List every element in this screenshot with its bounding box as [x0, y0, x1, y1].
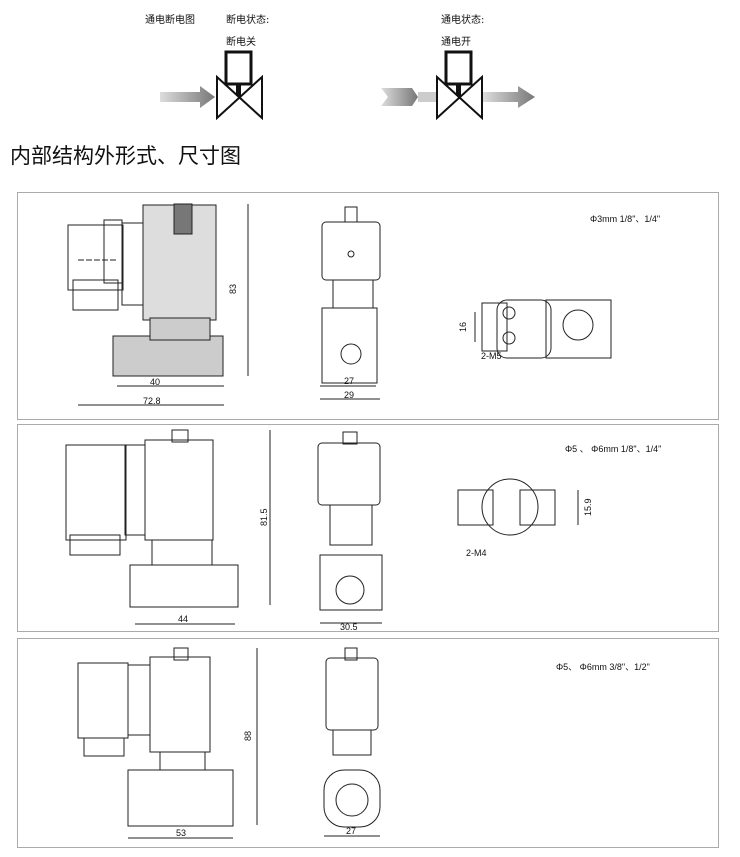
dim-body-3: 53: [176, 828, 186, 838]
dim-side-2: 30.5: [340, 622, 358, 632]
dim-port: 16: [458, 322, 468, 332]
panel-2-top-view: [457, 478, 579, 536]
panel-1-front-view: [67, 203, 249, 406]
panel-1: [17, 192, 719, 420]
closed-valve-symbol: [160, 50, 263, 121]
panel-3-spec: Φ5、 Φ6mm 3/8"、1/2": [556, 662, 650, 672]
diagram-label: 通电断电图: [145, 15, 195, 26]
dim-height: 83: [228, 284, 238, 294]
dim-thread: 2-M5: [481, 351, 502, 361]
dim-port-2: 15.9: [583, 498, 593, 516]
dim-body-2: 44: [178, 614, 188, 624]
dim-side-inner: 27: [344, 376, 354, 386]
dim-side-outer: 29: [344, 390, 354, 400]
dim-thread-2: 2-M4: [466, 548, 487, 558]
panel-2-front-view: [65, 429, 271, 625]
dim-overall: 72.8: [143, 396, 161, 406]
panel-1-spec: Φ3mm 1/8"、1/4": [590, 214, 661, 224]
panel-1-top-view: [474, 299, 612, 359]
panel-3-side-view: [323, 647, 381, 837]
panel-1-side-view: [320, 206, 381, 400]
on-state-label: 通电状态:: [441, 15, 485, 26]
dim-height-2: 81.5: [259, 508, 269, 526]
valve-symbols: [160, 50, 535, 121]
open-valve-symbol: [381, 50, 535, 121]
dim-side-3: 27: [346, 826, 356, 836]
panel-3: [17, 638, 719, 848]
dim-body: 40: [150, 377, 160, 387]
on-state-value: 通电开: [441, 37, 471, 48]
panel-3-front-view: [77, 647, 258, 839]
panel-2: [17, 424, 719, 632]
dim-height-3: 88: [243, 731, 253, 741]
panel-2-side-view: [317, 431, 383, 624]
panel-2-spec: Φ5 、 Φ6mm 1/8"、1/4": [565, 444, 662, 454]
off-state-label: 断电状态:: [226, 15, 270, 26]
section-title: 内部结构外形式、尺寸图: [10, 144, 241, 168]
off-state-value: 断电关: [226, 37, 256, 48]
